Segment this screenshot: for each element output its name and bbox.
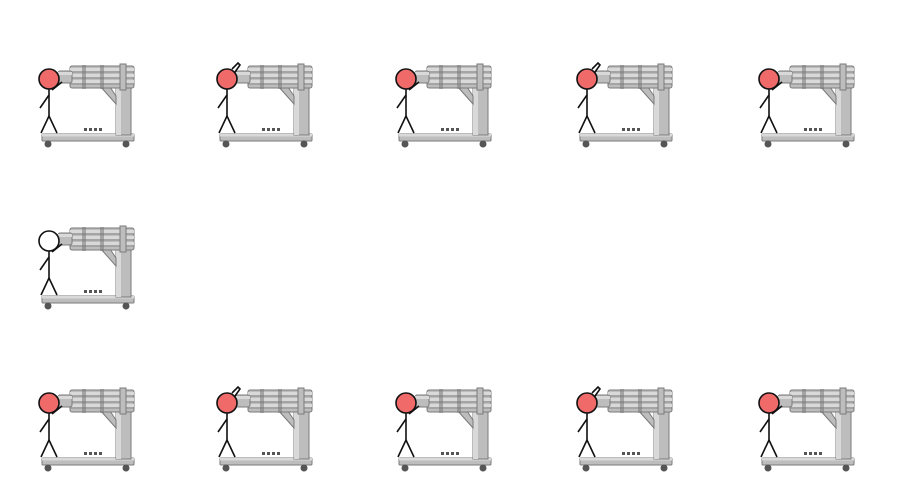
stickman-gatling-turret-icon[interactable]	[393, 60, 497, 152]
stickman-gatling-turret-icon[interactable]	[36, 384, 140, 476]
stickman-gatling-turret-icon[interactable]	[214, 384, 318, 476]
stickman-gatling-turret-icon[interactable]	[36, 222, 140, 314]
stickman-gatling-turret-icon[interactable]	[574, 60, 678, 152]
stickman-gatling-turret-icon[interactable]	[36, 60, 140, 152]
stickman-gatling-turret-icon[interactable]	[214, 60, 318, 152]
stickman-gatling-turret-icon[interactable]	[574, 384, 678, 476]
stickman-gatling-turret-icon[interactable]	[756, 384, 860, 476]
stickman-gatling-turret-icon[interactable]	[393, 384, 497, 476]
stickman-gatling-turret-icon[interactable]	[756, 60, 860, 152]
